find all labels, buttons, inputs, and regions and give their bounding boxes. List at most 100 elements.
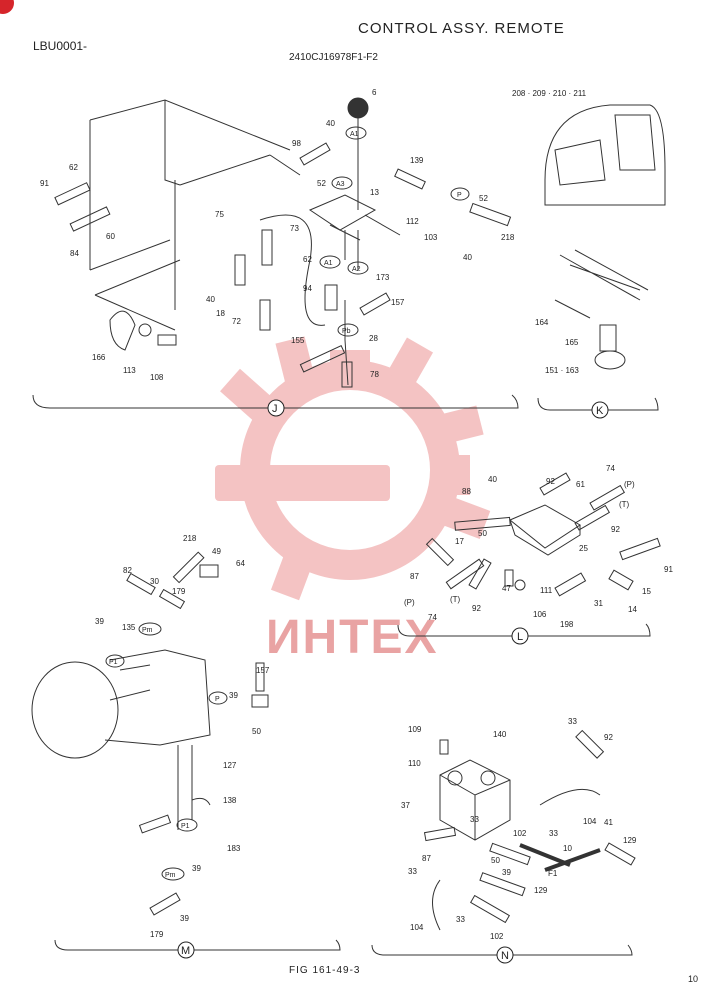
callout: 92 [472, 604, 481, 613]
callout: 10 [563, 844, 572, 853]
callout: 75 [215, 210, 224, 219]
callout: 106 [533, 610, 547, 619]
callout: 39 [502, 868, 511, 877]
callout: 91 [664, 565, 673, 574]
callout: 31 [594, 599, 603, 608]
callout: 92 [611, 525, 620, 534]
callout: 25 [579, 544, 588, 553]
callout: 39 [180, 914, 189, 923]
callout: 155 [291, 336, 305, 345]
page-number: 10 [688, 974, 699, 984]
callout: 74 [606, 464, 615, 473]
callout: 39 [192, 864, 201, 873]
callout: 94 [303, 284, 312, 293]
callout: 127 [223, 761, 237, 770]
callout: 40 [488, 475, 497, 484]
callout: 13 [370, 188, 379, 197]
tag: P1 [181, 823, 190, 830]
callout: 113 [123, 366, 136, 375]
callout: 40 [326, 119, 335, 128]
callout: 110 [408, 759, 421, 768]
callout: 166 [92, 353, 106, 362]
callout: 139 [410, 156, 424, 165]
callout: 40 [463, 253, 472, 262]
callout: 40 [206, 295, 215, 304]
callout: 84 [70, 249, 79, 258]
view-l-bracket [397, 623, 651, 637]
callout: 74 [428, 613, 437, 622]
callout: 47 [502, 584, 511, 593]
callout: 6 [372, 88, 377, 97]
watermark-text: ИНТЕХ [266, 611, 439, 664]
tag: Pm [165, 872, 176, 879]
callout: 208 · 209 · 210 · 211 [512, 89, 587, 98]
callout: 165 [565, 338, 579, 347]
callout: 183 [227, 844, 241, 853]
callout: 129 [534, 886, 548, 895]
callout: 39 [229, 691, 238, 700]
callout: 60 [106, 232, 115, 241]
callout: 140 [493, 730, 507, 739]
callout: 87 [410, 572, 419, 581]
callout: 179 [172, 587, 186, 596]
part-number: 2410CJ16978F1-F2 [289, 52, 378, 63]
callout: 108 [150, 373, 164, 382]
callout: 102 [490, 932, 504, 941]
callout: (P) [624, 480, 635, 489]
figure-number: FIG 161-49-3 [289, 965, 361, 976]
callout: 72 [232, 317, 241, 326]
callout: 138 [223, 796, 237, 805]
tag: A3 [336, 181, 345, 188]
callout: 50 [478, 529, 487, 538]
callout: 91 [40, 179, 49, 188]
view-marker-l: L [517, 631, 523, 643]
callout: 33 [568, 717, 577, 726]
callout: 30 [150, 577, 159, 586]
callout: 18 [216, 309, 225, 318]
callout: 62 [303, 255, 312, 264]
callout: 173 [376, 273, 390, 282]
callout: 218 [501, 233, 515, 242]
tag: P [457, 192, 462, 199]
callout: 104 [583, 817, 597, 826]
callout: 50 [252, 727, 261, 736]
view-marker-n: N [501, 950, 509, 962]
callout: 33 [456, 915, 465, 924]
callout: (T) [450, 595, 461, 604]
view-m-drawing [31, 551, 269, 916]
page-title: CONTROL ASSY. REMOTE [358, 20, 565, 37]
callout: 33 [408, 867, 417, 876]
callout: 98 [292, 139, 301, 148]
callout: 151 · 163 [545, 366, 579, 375]
corner-badge: 2 [0, 0, 14, 14]
tag: A1 [324, 260, 333, 267]
callout: 39 [95, 617, 104, 626]
view-marker-k: K [596, 405, 604, 417]
tag: Pb [342, 328, 351, 335]
callout: F1 [548, 869, 558, 878]
view-marker-j: J [272, 403, 278, 415]
callout: 73 [290, 224, 299, 233]
callout: 179 [150, 930, 164, 939]
callout: 87 [422, 854, 431, 863]
view-n-drawing [423, 729, 636, 931]
callout: 129 [623, 836, 637, 845]
callout: 157 [391, 298, 405, 307]
callout: 103 [424, 233, 438, 242]
callout: 33 [470, 815, 479, 824]
callout: 135 [122, 623, 136, 632]
callout: 41 [604, 818, 613, 827]
callout: 52 [317, 179, 326, 188]
tag: Pm [142, 627, 153, 634]
tag: A2 [352, 266, 361, 273]
callout: 28 [369, 334, 378, 343]
tag: P [215, 696, 220, 703]
callout: 17 [455, 537, 464, 546]
callout: 14 [628, 605, 637, 614]
callout: 15 [642, 587, 651, 596]
callout: 50 [491, 856, 500, 865]
callout: 102 [513, 829, 527, 838]
